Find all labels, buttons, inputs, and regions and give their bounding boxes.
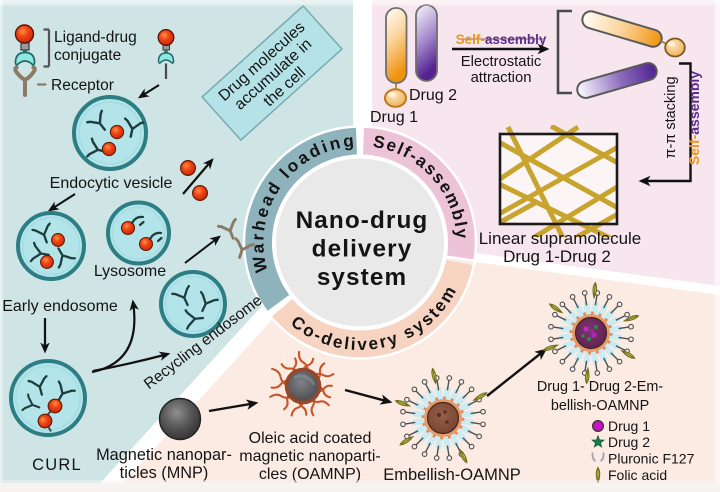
svg-text:Self-assembly: Self-assembly (456, 32, 547, 47)
svg-text:system: system (317, 264, 407, 291)
svg-text:Folic acid: Folic acid (608, 467, 667, 483)
svg-text:bellish-OAMNP: bellish-OAMNP (551, 398, 649, 414)
svg-text:Embellish-OAMNP: Embellish-OAMNP (383, 466, 521, 484)
svg-text:Drug 1- Drug 2-Em-: Drug 1- Drug 2-Em- (537, 379, 664, 395)
svg-text:Pluronic F127: Pluronic F127 (608, 451, 695, 467)
svg-text:Early endosome: Early endosome (2, 298, 118, 315)
svg-text:attraction: attraction (471, 70, 532, 86)
svg-text:conjugate: conjugate (54, 47, 121, 64)
svg-text:Self-assembly: Self-assembly (686, 71, 702, 165)
svg-text:Drug 1-Drug 2: Drug 1-Drug 2 (503, 247, 611, 266)
svg-text:Receptor: Receptor (51, 77, 114, 94)
svg-text:Electrostatic: Electrostatic (461, 54, 542, 70)
svg-text:Drug 1: Drug 1 (370, 109, 418, 126)
svg-text:Drug 2: Drug 2 (608, 434, 650, 450)
svg-text:Linear supramolecule: Linear supramolecule (479, 229, 642, 248)
svg-text:magnetic nanoparti-: magnetic nanoparti- (239, 448, 380, 465)
svg-text:Drug 1: Drug 1 (608, 418, 650, 434)
svg-text:delivery: delivery (312, 236, 413, 263)
svg-text:ticles (MNP): ticles (MNP) (120, 464, 209, 482)
svg-text:Magnetic nanopar-: Magnetic nanopar- (96, 446, 232, 464)
svg-text:CURL: CURL (32, 456, 82, 474)
svg-text:π-π stacking: π-π stacking (663, 76, 679, 158)
svg-text:Nano-drug: Nano-drug (296, 207, 429, 234)
svg-text:cles (OAMNP): cles (OAMNP) (259, 466, 361, 483)
svg-text:Lysosome: Lysosome (94, 263, 166, 280)
svg-text:Ligand-drug: Ligand-drug (54, 29, 137, 46)
svg-text:Oleic acid coated: Oleic acid coated (249, 430, 372, 447)
svg-text:Endocytic vesicle: Endocytic vesicle (50, 175, 173, 192)
svg-text:Drug 2: Drug 2 (409, 87, 457, 104)
